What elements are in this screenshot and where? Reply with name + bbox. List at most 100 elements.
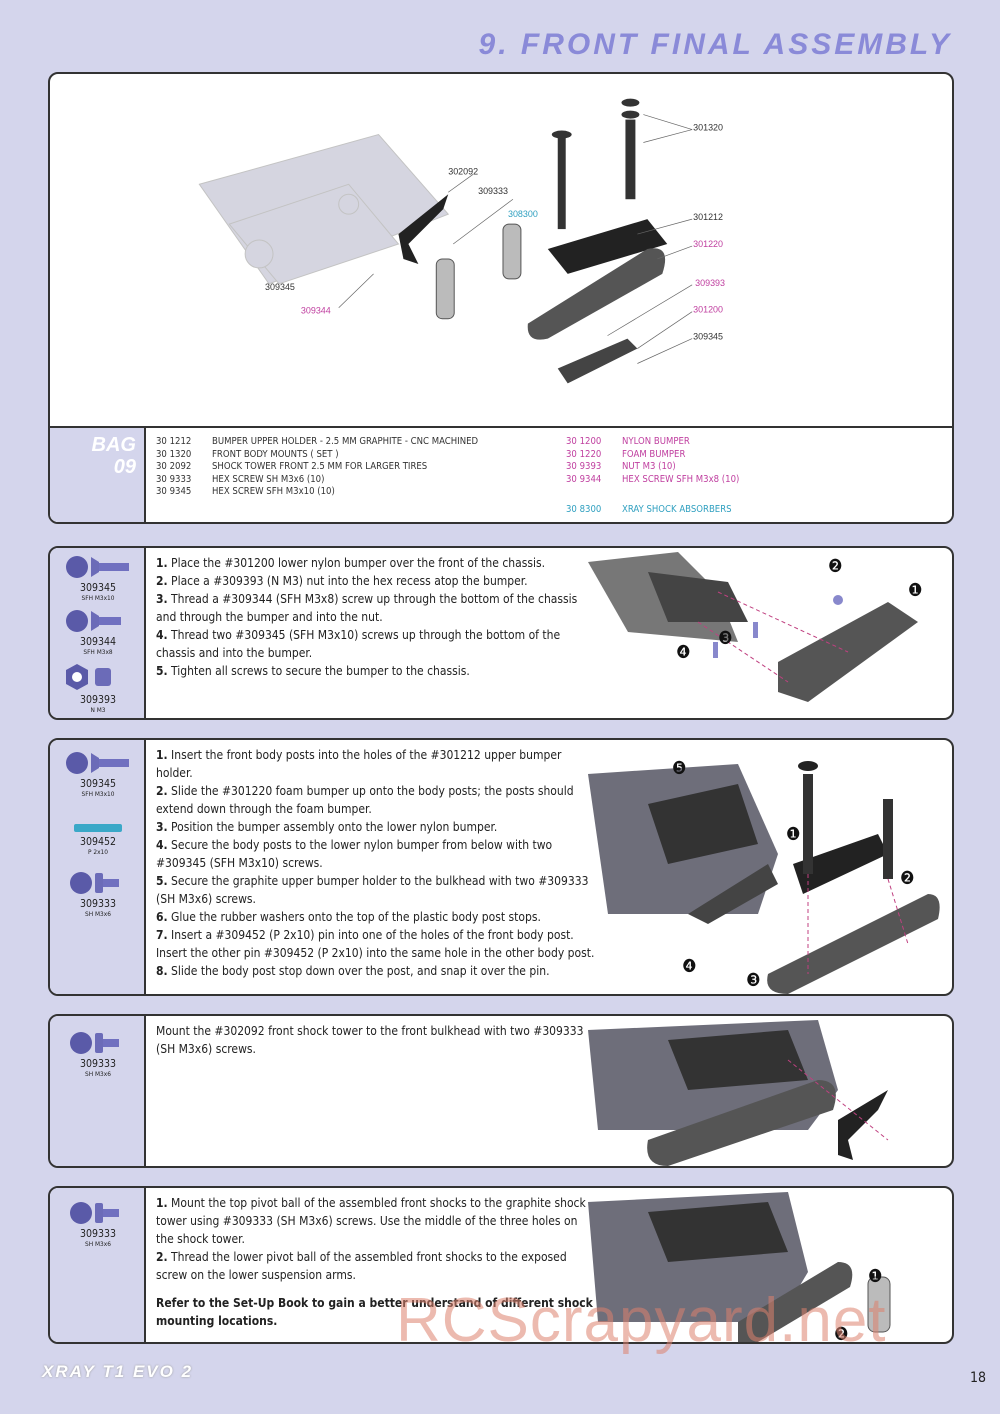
hardware-item: 309345 SFH M3x10 — [50, 750, 146, 798]
callout: 309333 — [478, 186, 508, 196]
step-text: Position the bumper assembly onto the lo… — [167, 820, 498, 834]
hardware-code: 309333 — [79, 1058, 117, 1070]
part-description: NUT M3 (10) — [622, 461, 676, 472]
hardware-spec: SH M3x6 — [85, 1240, 111, 1248]
part-description: FOAM BUMPER — [622, 448, 686, 460]
step-number: 5. — [156, 664, 168, 678]
callout: 301200 — [693, 305, 723, 315]
step-number: 1. — [156, 556, 168, 570]
part-number: 30 9393 — [566, 461, 602, 472]
brand-logo: XRAY T1 EVO 2 — [42, 1362, 193, 1382]
bag-number: 09 — [113, 456, 136, 478]
callout: 309345 — [265, 282, 295, 292]
step-text: Mount the #302092 front shock tower to t… — [156, 1024, 584, 1056]
step-instructions: Mount the #302092 front shock tower to t… — [156, 1022, 596, 1058]
part-description: HEX SCREW SFH M3x10 (10) — [212, 486, 335, 497]
step-marker: ❷ — [828, 556, 843, 577]
step-number: 3. — [156, 592, 168, 606]
step-text: Place a #309393 (N M3) nut into the hex … — [167, 574, 528, 588]
hardware-spec: P 2x10 — [87, 848, 108, 856]
hardware-item: 309333 SH M3x6 — [50, 870, 146, 918]
page-title: 9. FRONT FINAL ASSEMBLY — [478, 28, 952, 61]
hardware-spec: SH M3x6 — [85, 1070, 111, 1078]
hardware-spec: SFH M3x10 — [81, 790, 115, 798]
page-number: 18 — [969, 1370, 986, 1386]
step-marker: ❸ — [718, 628, 733, 649]
flat-head-screw-icon — [66, 752, 129, 774]
step-text: Secure the graphite upper bumper holder … — [156, 874, 589, 906]
step-marker: ❹ — [682, 956, 697, 977]
hardware-item: 309393 N M3 — [50, 662, 146, 714]
step-number: 2. — [156, 574, 168, 588]
step-3-panel: 309333 SH M3x6 Mount the #302092 front s… — [48, 1014, 954, 1168]
part-number: 30 9333 — [156, 473, 192, 485]
hardware-column: 309333 SH M3x6 — [50, 1016, 146, 1166]
bag-word: BAG — [91, 434, 136, 456]
step-text: Insert the front body posts into the hol… — [156, 748, 562, 780]
watermark: RCScrapyard.net — [396, 1286, 887, 1355]
hardware-code: 309452 — [79, 836, 117, 848]
step-number: 1. — [156, 1196, 168, 1210]
callout: 309344 — [301, 306, 331, 316]
part-description: HEX SCREW SFH M3x8 (10) — [622, 473, 740, 485]
hardware-column: 309345 SFH M3x10 309452 P 2x10 309333 SH… — [50, 740, 146, 994]
part-number: 30 1212 — [156, 436, 192, 447]
part-number: 30 1320 — [156, 448, 192, 460]
step-text: Insert a #309452 (P 2x10) pin into one o… — [156, 928, 595, 960]
callout: 302092 — [448, 166, 478, 176]
hardware-item: 309345 SFH M3x10 — [50, 554, 146, 602]
part-number: 30 1200 — [566, 436, 602, 447]
step-number: 3. — [156, 820, 168, 834]
step-text: Thread the lower pivot ball of the assem… — [156, 1250, 567, 1282]
hardware-code: 309345 — [79, 582, 117, 594]
part-number: 30 9344 — [566, 473, 602, 485]
hex-nut-icon — [66, 664, 111, 690]
step-4-illustration: ❶ ❷ — [588, 1192, 891, 1342]
step-text: Tighten all screws to secure the bumper … — [167, 664, 470, 678]
hardware-code: 309333 — [79, 898, 117, 910]
step-marker: ❶ — [786, 824, 801, 845]
part-number: 30 9345 — [156, 486, 192, 497]
logo-mark: 2 — [181, 1362, 194, 1381]
step-3-illustration — [588, 1020, 889, 1166]
step-marker: ❺ — [672, 758, 687, 779]
hardware-code: 309345 — [79, 778, 117, 790]
step-text: Mount the top pivot ball of the assemble… — [156, 1196, 586, 1246]
callout: 308300 — [508, 209, 538, 219]
exploded-diagram-panel: 301320 302092 309333 308300 301212 30122… — [48, 72, 954, 524]
hardware-item: 309333 SH M3x6 — [50, 1200, 146, 1248]
callout: 309393 — [695, 278, 725, 288]
part-description: NYLON BUMPER — [622, 436, 690, 447]
step-instructions: 1. Mount the top pivot ball of the assem… — [156, 1194, 596, 1330]
part-number: 30 1220 — [566, 448, 602, 460]
step-number: 7. — [156, 928, 168, 942]
part-number: 30 8300 — [566, 504, 602, 515]
step-text: Slide the #301220 foam bumper up onto th… — [156, 784, 574, 816]
bag-parts-right: 30 1200 NYLON BUMPER 30 1220 FOAM BUMPER 3… — [566, 436, 739, 486]
step-1-panel: 309345 SFH M3x10 309344 SFH M3x8 309393 … — [48, 546, 954, 720]
step-text: Secure the body posts to the lower nylon… — [156, 838, 553, 870]
step-marker: ❶ — [868, 1266, 883, 1287]
callout: 301220 — [693, 239, 723, 249]
part-description: SHOCK TOWER FRONT 2.5 MM FOR LARGER TIRE… — [212, 461, 428, 472]
exploded-diagram: 301320 302092 309333 308300 301212 30122… — [198, 98, 725, 384]
hardware-spec: SFH M3x10 — [81, 594, 115, 602]
socket-head-screw-icon — [70, 1032, 119, 1054]
hardware-spec: SFH M3x8 — [83, 648, 113, 656]
step-text: Thread two #309345 (SFH M3x10) screws up… — [156, 628, 561, 660]
socket-head-screw-icon — [70, 872, 119, 894]
flat-head-screw-icon — [66, 556, 129, 578]
part-description: FRONT BODY MOUNTS ( SET ) — [212, 448, 339, 460]
flat-head-screw-icon — [66, 610, 121, 632]
step-instructions: 1. Place the #301200 lower nylon bumper … — [156, 554, 596, 680]
hardware-spec: N M3 — [90, 706, 106, 714]
hardware-item: 309333 SH M3x6 — [50, 1030, 146, 1078]
hardware-code: 309344 — [79, 636, 117, 648]
step-4-panel: 309333 SH M3x6 1. Mount the top pivot ba… — [48, 1186, 954, 1344]
part-description: BUMPER UPPER HOLDER - 2.5 MM GRAPHITE - … — [212, 436, 479, 447]
hardware-code: 309393 — [79, 694, 117, 706]
part-number: 30 2092 — [156, 461, 192, 472]
part-description: HEX SCREW SH M3x6 (10) — [212, 473, 325, 485]
callout: 301320 — [693, 123, 723, 133]
